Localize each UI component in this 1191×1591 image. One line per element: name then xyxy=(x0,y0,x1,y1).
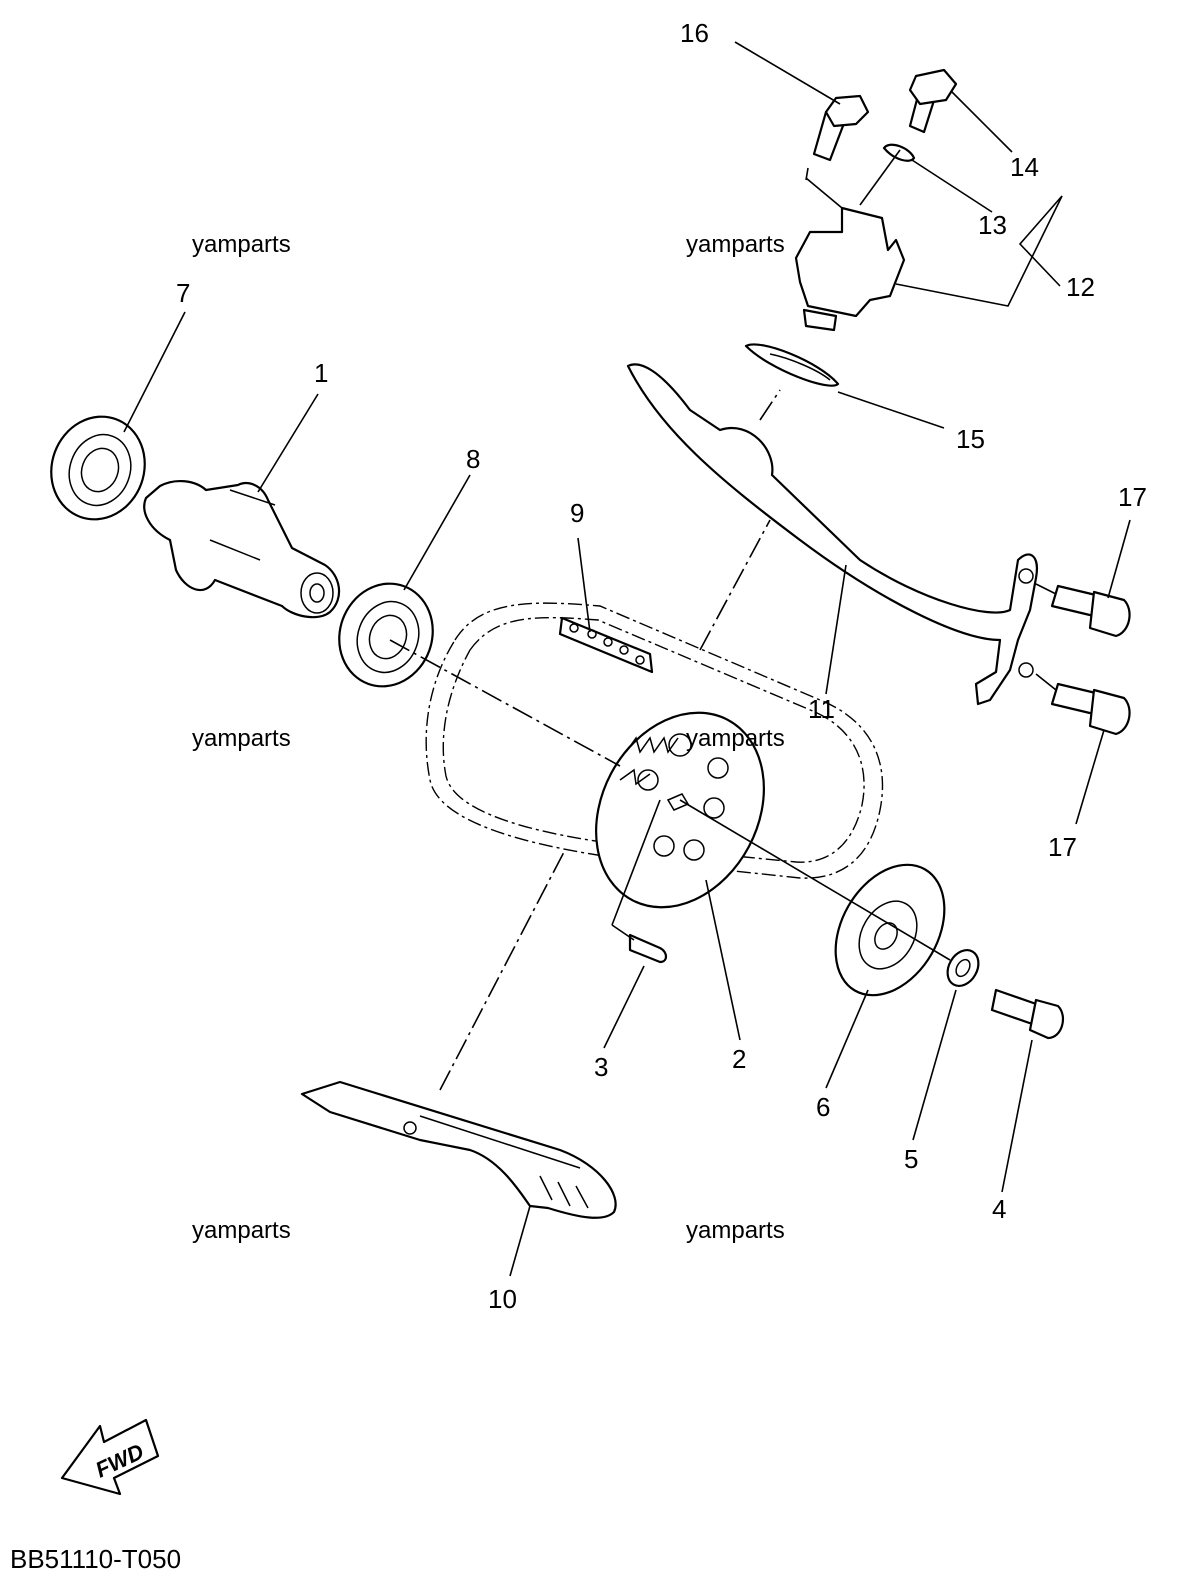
watermark: yamparts xyxy=(686,1217,785,1244)
callout-17-upper: 17 xyxy=(1118,482,1147,512)
callout-11: 11 xyxy=(808,694,835,724)
bearing-8 xyxy=(338,582,434,688)
chain-guide-lower xyxy=(300,1080,617,1219)
watermark: yamparts xyxy=(686,725,785,752)
gasket-15 xyxy=(744,343,840,387)
cam-sprocket xyxy=(595,711,765,909)
bearing-7 xyxy=(50,415,146,521)
callout-3: 3 xyxy=(594,1052,608,1082)
drawing-code: BB51110-T050 xyxy=(10,1544,181,1574)
callout-10: 10 xyxy=(488,1284,517,1314)
callout-5: 5 xyxy=(904,1144,918,1174)
callout-14: 14 xyxy=(1010,152,1039,182)
pin xyxy=(628,933,668,964)
callout-6: 6 xyxy=(816,1092,830,1122)
callout-13: 13 xyxy=(978,210,1007,240)
callout-7: 7 xyxy=(176,278,190,308)
decompressor-part-9 xyxy=(558,616,654,674)
callout-15: 15 xyxy=(956,424,985,454)
bolt-16 xyxy=(812,94,870,162)
callouts: 1 2 3 4 5 6 7 8 9 10 11 12 13 14 15 16 1… xyxy=(176,18,1147,1314)
assembly-lines xyxy=(389,149,1057,1091)
callout-12: 12 xyxy=(1066,272,1095,302)
chain-guide-upper xyxy=(626,363,1038,706)
fwd-arrow-icon: FWD xyxy=(60,1418,160,1496)
callout-1: 1 xyxy=(314,358,328,388)
plate xyxy=(834,863,946,997)
tensioner-body xyxy=(794,206,906,332)
callout-8: 8 xyxy=(466,444,480,474)
gasket-13 xyxy=(882,143,916,162)
bolt-17-upper xyxy=(1050,584,1131,638)
callout-2: 2 xyxy=(732,1044,746,1074)
bolt-17-lower xyxy=(1050,682,1131,736)
bolt-4 xyxy=(990,988,1065,1040)
callout-9: 9 xyxy=(570,498,584,528)
watermark: yamparts xyxy=(192,1217,291,1244)
watermark: yamparts xyxy=(192,725,291,752)
callout-4: 4 xyxy=(992,1194,1006,1224)
watermarks: yamparts yamparts yamparts yamparts yamp… xyxy=(192,231,785,1244)
callout-17-lower: 17 xyxy=(1048,832,1077,862)
camshaft xyxy=(143,480,341,619)
bolt-14 xyxy=(908,68,958,134)
watermark: yamparts xyxy=(192,231,291,258)
washer xyxy=(946,949,980,987)
callout-16: 16 xyxy=(680,18,709,48)
watermark: yamparts xyxy=(686,231,785,258)
leader-lines xyxy=(123,41,1131,1277)
